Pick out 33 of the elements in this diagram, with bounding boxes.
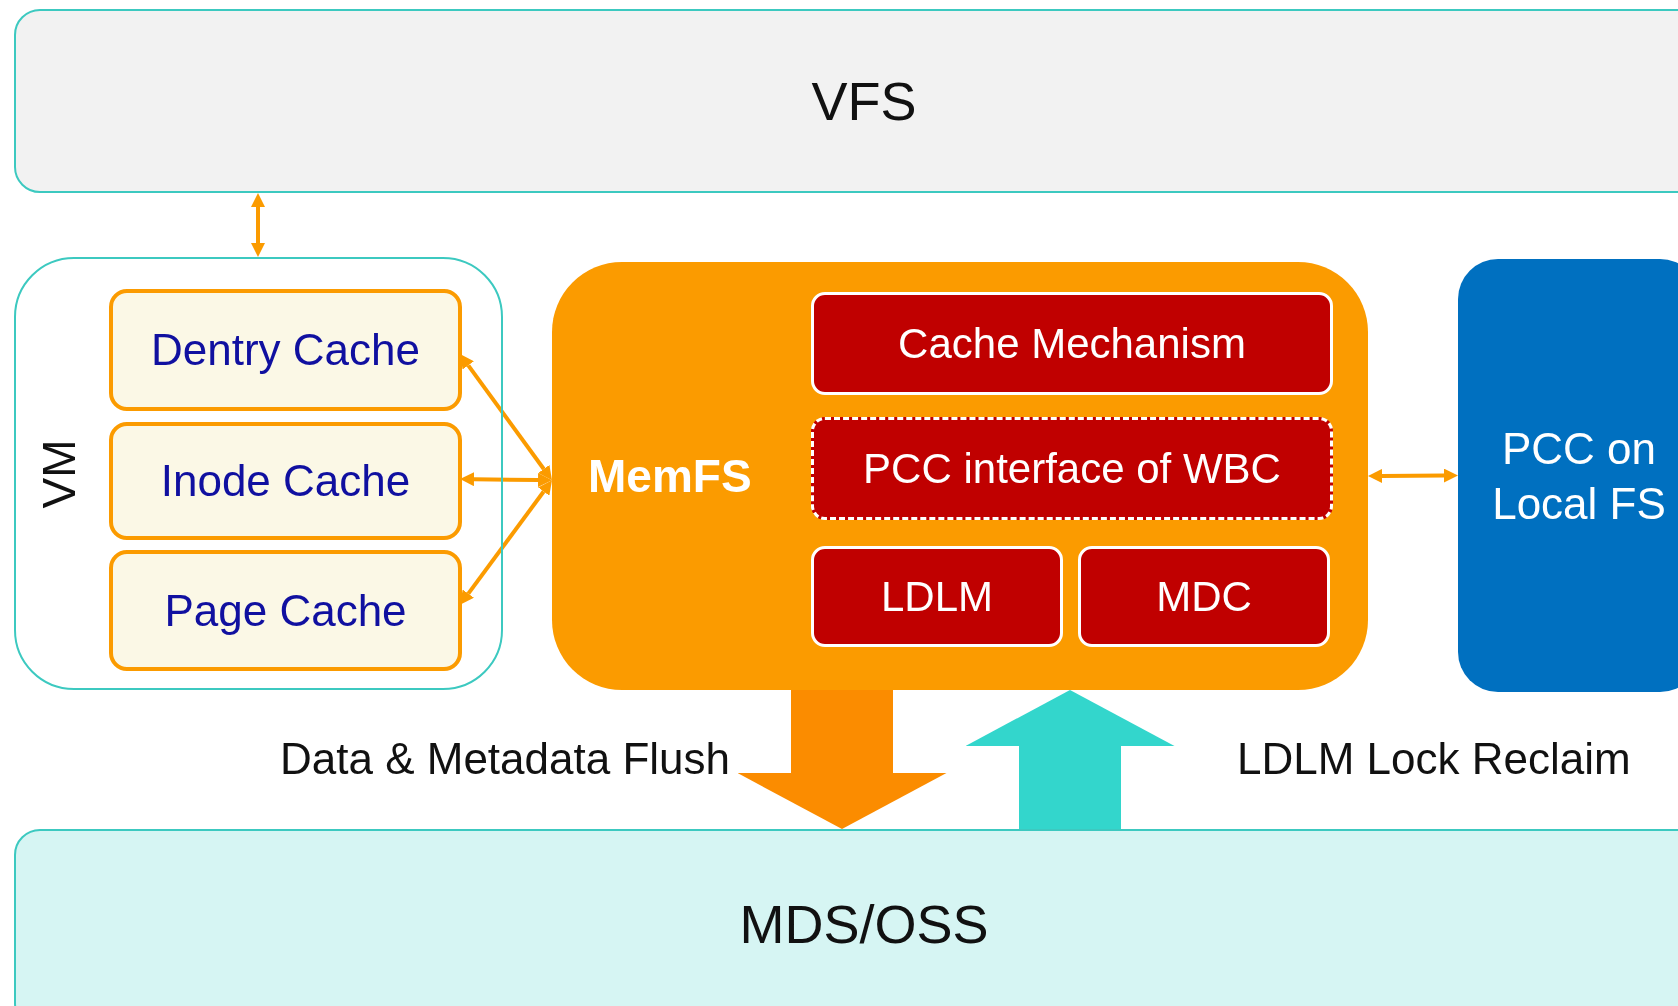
node-label: Cache Mechanism <box>898 319 1246 368</box>
arrow <box>251 193 265 257</box>
group-label: VM <box>32 438 86 510</box>
component-box <box>811 292 1333 395</box>
node-label: MDC <box>1156 572 1252 621</box>
node-label: Inode Cache <box>160 456 411 506</box>
node-label: MDS/OSS <box>739 893 989 955</box>
node-label: PCC on Local FS <box>1491 422 1667 530</box>
component-box <box>811 417 1333 520</box>
block-arrow <box>965 690 1175 829</box>
layer-band <box>14 9 1678 193</box>
node-label: PCC interface of WBC <box>863 444 1281 493</box>
edge-label: LDLM Lock Reclaim <box>1237 734 1631 784</box>
group-box <box>14 257 503 690</box>
cache-box <box>109 289 462 411</box>
module-box <box>552 262 1368 690</box>
arrow <box>1368 468 1458 483</box>
cache-box <box>109 422 462 540</box>
node-label: MemFS <box>588 449 752 503</box>
arrow <box>460 480 552 605</box>
storage-box <box>1458 259 1678 692</box>
layer-band <box>14 829 1678 1006</box>
node-label: Page Cache <box>164 585 407 636</box>
node-label: VFS <box>811 70 917 132</box>
component-box <box>811 546 1063 647</box>
node-label: LDLM <box>880 572 993 621</box>
arrow <box>460 354 552 481</box>
edge-label: Data & Metadata Flush <box>280 734 730 784</box>
block-arrow <box>737 690 947 829</box>
cache-box <box>109 550 462 671</box>
component-box <box>1078 546 1330 647</box>
node-label: Dentry Cache <box>151 325 420 375</box>
arrow <box>460 472 552 488</box>
